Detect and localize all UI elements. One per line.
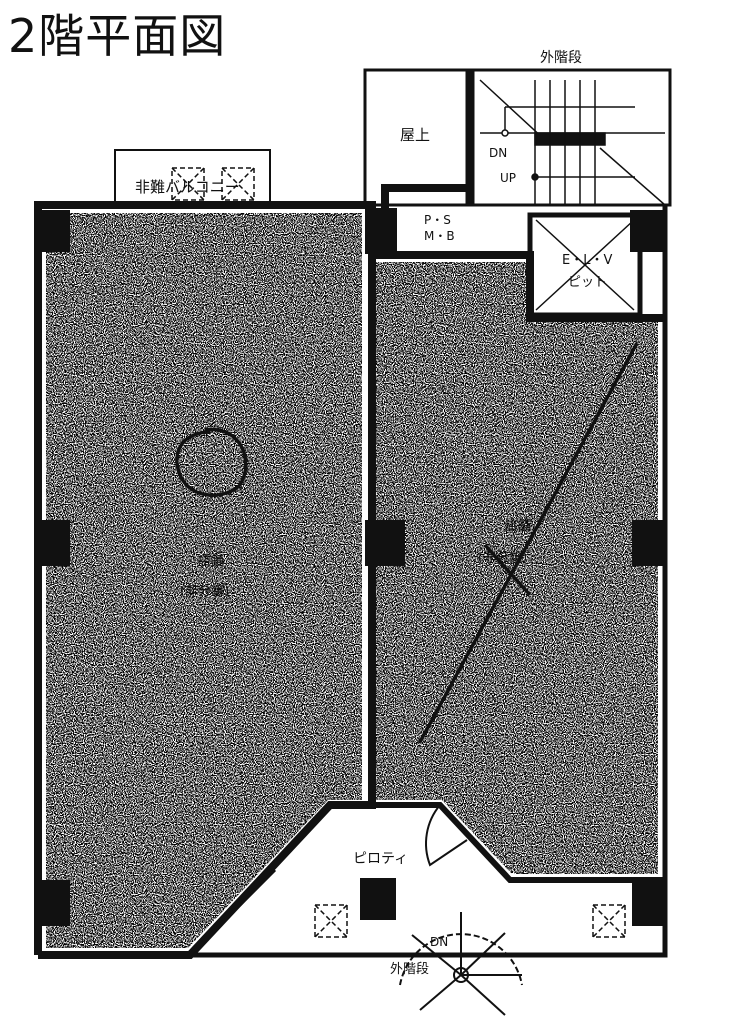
balcony-label: 非難バルコニー (135, 178, 240, 196)
shop-left-floor (46, 213, 362, 948)
stairs-up-label: UP (500, 171, 516, 185)
shop-right-label: 店舗 (505, 519, 531, 534)
elv-label: E・L・V (562, 253, 612, 268)
shop-left-note: (非分譲) (180, 583, 229, 599)
outer-stairs-bottom-label: 外階段 (390, 962, 429, 977)
spiral-stair (399, 912, 523, 1016)
handwritten-marks (175, 342, 639, 743)
ps-label: P・S (424, 213, 451, 227)
page-title: 2階平面図 (8, 9, 227, 63)
door-swing (425, 804, 468, 867)
walls (34, 68, 672, 959)
vent-icons (171, 167, 626, 938)
shop-left-label: 店舗 (198, 554, 224, 569)
pilotis-label: ピロティ (353, 851, 408, 867)
shop-right-note: (非分譲) (478, 550, 527, 566)
mb-label: M・B (424, 229, 455, 243)
stairs-top (479, 79, 666, 206)
outer-stairs-top-label: 外階段 (540, 50, 582, 66)
stairs-dn-label: DN (489, 146, 507, 160)
columns (40, 208, 667, 926)
pit-label: ピット (568, 275, 607, 290)
shop-right-floor (376, 262, 658, 874)
rooftop-label: 屋上 (400, 126, 430, 144)
spiral-dn-label: DN (430, 935, 448, 949)
